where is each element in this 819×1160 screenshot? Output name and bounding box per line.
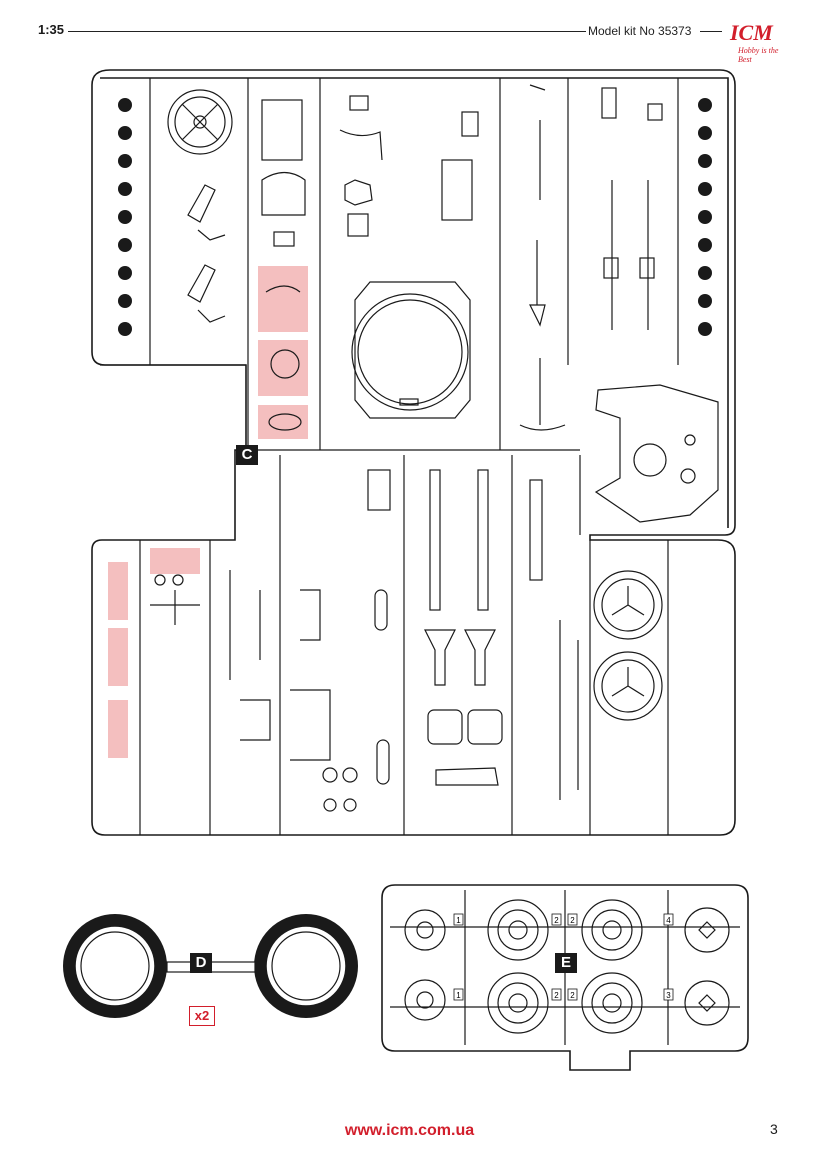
small-details-top: [339, 84, 663, 431]
kit-number: Model kit No 35373: [588, 24, 692, 38]
part-number-e2c: 2: [554, 991, 559, 1000]
part-number-e2b: 2: [570, 916, 575, 925]
part-number-e1b: 1: [456, 991, 461, 1000]
part-number-e2: 2: [554, 916, 559, 925]
sprue-c-road-wheels: [118, 98, 712, 336]
sprue-c-frame: [91, 69, 736, 836]
sprue-e-frame: [381, 884, 749, 1071]
hatch-plates: [261, 99, 306, 431]
scale-label: 1:35: [38, 22, 65, 37]
sprue-label-d: D: [190, 953, 212, 973]
header-rule: [68, 31, 586, 32]
logo-tagline: Hobby is the Best: [738, 46, 779, 64]
sprue-e-part-numbers: 1 2 2 4 1 2 2 3: [453, 913, 674, 1001]
sprue-c-runners: [100, 78, 679, 835]
sprue-label-c: C: [236, 445, 258, 465]
suspension-brackets: [187, 184, 226, 323]
drive-sprockets: [593, 570, 663, 721]
highlighted-parts: [108, 266, 308, 758]
sprue-d-quantity: x2: [189, 1006, 215, 1026]
sprue-e-wheels: [404, 899, 730, 1034]
page-number: 3: [770, 1121, 778, 1137]
part-number-e1: 1: [456, 916, 461, 925]
part-number-e4: 4: [666, 916, 671, 925]
website-url[interactable]: www.icm.com.ua: [344, 1122, 475, 1139]
sprue-d-tires: [63, 914, 358, 1018]
turret-ring-part: [351, 281, 471, 419]
lower-sprue-c-parts: [150, 469, 579, 812]
header-rule-short: [700, 31, 722, 32]
part-number-e2d: 2: [570, 991, 575, 1000]
logo-name: ICM: [730, 20, 773, 45]
icm-logo: ICM Hobby is the Best: [724, 20, 794, 64]
hatch-wheel-part: [167, 89, 233, 155]
sprue-label-e: E: [555, 953, 577, 973]
part-number-e3: 3: [666, 991, 671, 1000]
page-header: 1:35 Model kit No 35373 ICM Hobby is the…: [0, 0, 819, 64]
hull-plate-part: [594, 384, 719, 523]
